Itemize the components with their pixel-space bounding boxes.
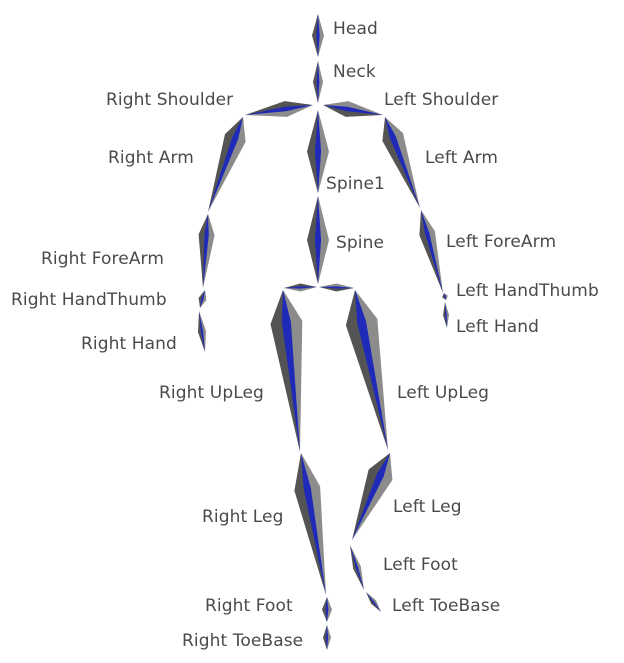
bone-left-clavicle-core bbox=[323, 105, 383, 115]
bone-right-foot-face bbox=[327, 597, 332, 622]
bone-left-upper-arm-core bbox=[385, 117, 420, 208]
bone-left-hand bbox=[443, 302, 449, 328]
bone-right-hand bbox=[198, 311, 206, 352]
bone-left-thumb-shade bbox=[442, 293, 446, 300]
bone-right-forearm-face bbox=[203, 214, 215, 288]
bone-spine-face bbox=[318, 196, 329, 284]
bone-spine bbox=[307, 196, 329, 284]
bone-left-foot bbox=[350, 545, 364, 590]
bone-left-clavicle bbox=[323, 101, 383, 117]
label-left-foot: Left Foot bbox=[383, 555, 458, 575]
bone-right-clavicle-shade bbox=[245, 101, 313, 115]
bone-right-forearm bbox=[198, 214, 215, 288]
bone-right-clavicle-core bbox=[245, 105, 313, 115]
label-right-hand: Right Hand bbox=[81, 334, 177, 354]
bone-right-toe-core bbox=[325, 625, 329, 650]
bone-left-hand-shade bbox=[443, 302, 447, 328]
bone-right-clavicle bbox=[245, 101, 313, 117]
bone-right-lower-leg bbox=[294, 453, 326, 595]
bone-left-lower-leg bbox=[352, 453, 393, 540]
bone-left-upper-leg-shade bbox=[345, 290, 388, 450]
bone-chest-face bbox=[318, 110, 329, 193]
label-left-hand: Left Hand bbox=[456, 317, 540, 337]
bone-right-upper-leg-core bbox=[281, 290, 300, 452]
label-left-handthumb: Left HandThumb bbox=[456, 281, 599, 301]
bone-chest-shade bbox=[307, 110, 318, 193]
label-spine: Spine bbox=[336, 233, 385, 253]
bone-right-forearm-core bbox=[203, 214, 209, 288]
bone-right-upper-arm bbox=[208, 117, 246, 212]
label-right-handthumb: Right HandThumb bbox=[11, 290, 167, 310]
label-spine1: Spine1 bbox=[326, 174, 385, 194]
bone-right-hip-core bbox=[284, 286, 317, 289]
bone-left-thumb bbox=[442, 293, 448, 300]
bone-left-thumb-core bbox=[444, 293, 446, 300]
bone-neck-shade bbox=[313, 61, 318, 103]
label-left-upleg: Left UpLeg bbox=[397, 383, 490, 403]
bone-head bbox=[312, 14, 324, 57]
bone-right-thumb-core bbox=[200, 290, 205, 308]
bone-right-toe-shade bbox=[323, 625, 327, 650]
bone-right-thumb bbox=[198, 290, 207, 308]
bone-left-forearm bbox=[419, 210, 443, 293]
bone-left-clavicle-face bbox=[323, 101, 383, 115]
bone-neck-core bbox=[316, 61, 320, 103]
label-left-toebase: Left ToeBase bbox=[392, 596, 501, 616]
bone-left-upper-leg bbox=[345, 290, 388, 450]
bone-head-core bbox=[316, 14, 320, 57]
bone-spine-core bbox=[314, 196, 322, 284]
bone-right-upper-leg-shade bbox=[270, 290, 300, 452]
bone-head-shade bbox=[312, 14, 318, 57]
label-right-foot: Right Foot bbox=[205, 596, 293, 616]
bone-left-lower-leg-core bbox=[352, 453, 390, 540]
label-left-leg: Left Leg bbox=[393, 497, 462, 517]
bone-head-face bbox=[318, 14, 324, 57]
bone-left-upper-arm bbox=[382, 117, 420, 208]
bone-right-upper-arm-core bbox=[208, 117, 243, 212]
label-right-toebase: Right ToeBase bbox=[182, 631, 304, 651]
bone-left-forearm-core bbox=[421, 210, 443, 293]
bone-right-foot bbox=[322, 597, 332, 622]
bone-right-hand-core bbox=[199, 311, 205, 352]
label-head: Head bbox=[333, 19, 378, 39]
bone-left-toe bbox=[366, 592, 381, 612]
bone-right-upper-leg bbox=[270, 290, 303, 452]
label-right-leg: Right Leg bbox=[202, 507, 284, 527]
label-right-shoulder: Right Shoulder bbox=[106, 90, 234, 110]
bone-spine-shade bbox=[307, 196, 318, 284]
bone-chest bbox=[307, 110, 329, 193]
bone-chest-core bbox=[314, 110, 322, 193]
bone-right-toe-face bbox=[327, 625, 331, 650]
label-left-forearm: Left ForeArm bbox=[446, 232, 557, 252]
label-right-upleg: Right UpLeg bbox=[159, 383, 264, 403]
bone-right-foot-shade bbox=[322, 597, 327, 622]
bone-left-hip bbox=[319, 283, 354, 292]
bone-left-upper-leg-core bbox=[355, 290, 388, 450]
bone-right-lower-leg-core bbox=[301, 453, 326, 595]
bone-left-foot-core bbox=[350, 545, 364, 590]
label-neck: Neck bbox=[333, 62, 376, 82]
label-left-arm: Left Arm bbox=[425, 148, 499, 168]
label-right-arm: Right Arm bbox=[108, 148, 194, 168]
bone-left-hand-core bbox=[445, 302, 447, 328]
label-left-shoulder: Left Shoulder bbox=[384, 90, 499, 110]
bone-right-toe bbox=[323, 625, 331, 650]
bone-right-foot-core bbox=[325, 597, 329, 622]
bone-left-toe-core bbox=[366, 592, 381, 612]
bone-neck-face bbox=[318, 61, 323, 103]
label-right-forearm: Right ForeArm bbox=[41, 249, 164, 269]
bone-neck bbox=[313, 61, 323, 103]
bone-right-lower-leg-shade bbox=[294, 453, 326, 595]
bone-left-hip-core bbox=[319, 286, 354, 289]
bone-left-hand-face bbox=[445, 302, 449, 328]
bone-right-hip bbox=[284, 283, 317, 292]
bone-left-thumb-face bbox=[444, 293, 448, 300]
